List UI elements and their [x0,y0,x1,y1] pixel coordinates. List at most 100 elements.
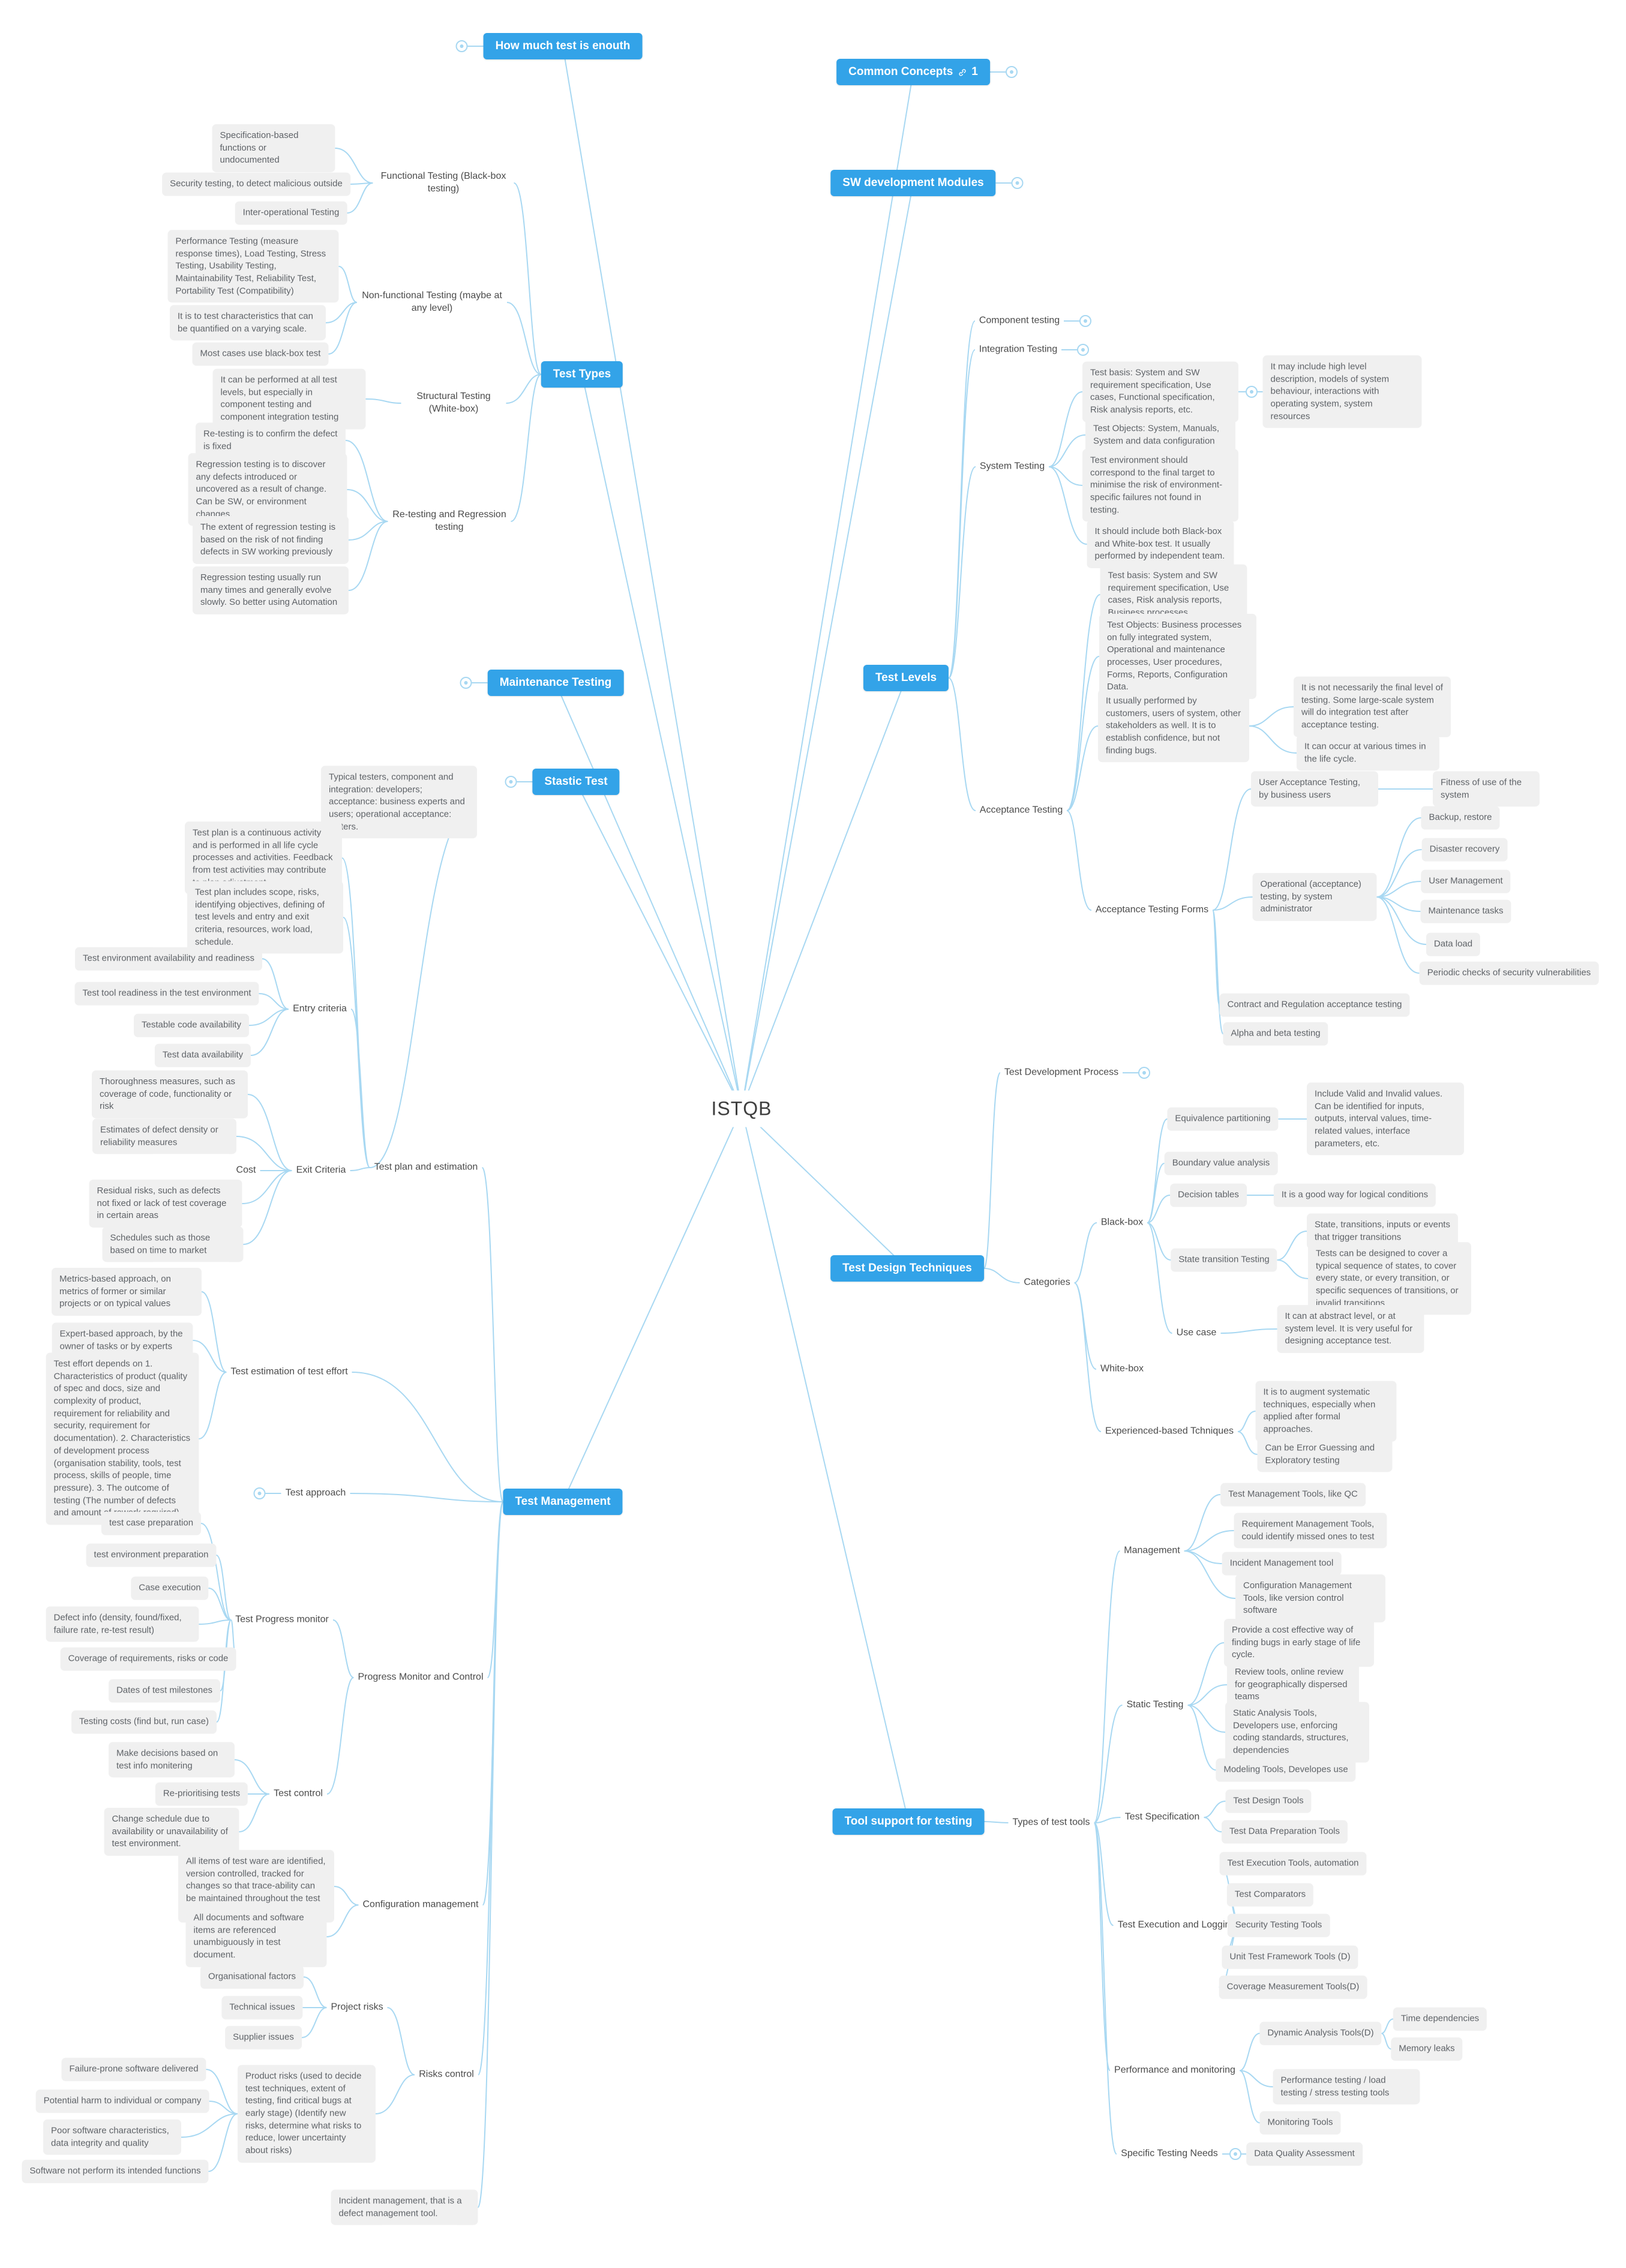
node-categories[interactable]: Categories [1019,1274,1074,1292]
node-plan-testers[interactable]: Typical testers, component and integrati… [321,766,477,839]
node-tpm-costs[interactable]: Testing costs (find but, run case) [71,1710,217,1734]
node-exp-note1[interactable]: It is to augment systematic techniques, … [1255,1381,1397,1442]
node-struct-note[interactable]: It can be performed at all test levels, … [212,368,366,430]
node-acc-forms[interactable]: Acceptance Testing Forms [1091,901,1213,920]
node-pr-org[interactable]: Organisational factors [200,1965,304,1989]
node-uat[interactable]: User Acceptance Testing, by business use… [1251,771,1378,807]
node-uat-fitness[interactable]: Fitness of use of the system [1433,771,1540,807]
node-tpm-cov[interactable]: Coverage of requirements, risks or code [60,1647,236,1671]
node-func-inter[interactable]: Inter-operational Testing [235,201,347,225]
node-contract[interactable]: Contract and Regulation acceptance testi… [1219,993,1410,1017]
node-texec[interactable]: Test Execution and Logging [1114,1916,1240,1935]
node-prod-func[interactable]: Software not perform its intended functi… [22,2159,209,2183]
node-risks[interactable]: Risks control [415,2066,478,2084]
node-acceptance[interactable]: Acceptance Testing [976,802,1067,820]
node-sw-dev[interactable]: SW development Modules [830,170,996,196]
node-perf-mon[interactable]: Monitoring Tools [1259,2111,1341,2135]
node-acc-objects[interactable]: Test Objects: Business processes on full… [1099,613,1256,700]
node-pr-tech[interactable]: Technical issues [221,1996,303,2020]
node-tools[interactable]: Tool support for testing [832,1808,985,1835]
node-prod-harm[interactable]: Potential harm to individual or company [35,2089,209,2113]
node-tspec[interactable]: Test Specification [1121,1808,1204,1827]
node-stat-analysis[interactable]: Static Analysis Tools, Developers use, e… [1225,1702,1369,1763]
node-test-mgmt[interactable]: Test Management [503,1489,623,1515]
node-entry-env[interactable]: Test environment availability and readin… [75,947,262,971]
node-static-test[interactable]: Stastic Test [532,769,620,795]
node-mgmt[interactable]: Management [1120,1542,1184,1561]
node-usecase-note[interactable]: It can at abstract level, or at system l… [1277,1304,1424,1354]
node-prod-failure[interactable]: Failure-prone software delivered [61,2057,206,2081]
node-tpm[interactable]: Test Progress monitor [231,1611,333,1630]
node-nf-quant[interactable]: It is to test characteristics that can b… [170,305,326,341]
node-maintenance[interactable]: Maintenance Testing [487,670,624,696]
node-sys-env[interactable]: Test environment should correspond to th… [1082,449,1238,522]
node-rt-confirm[interactable]: Re-testing is to confirm the defect is f… [196,422,346,458]
node-tpm-env[interactable]: test environment preparation [86,1543,217,1567]
node-nf-bb[interactable]: Most cases use black-box test [192,342,329,366]
node-prod-poor[interactable]: Poor software characteristics, data inte… [43,2119,181,2155]
node-component[interactable]: Component testing [975,312,1064,331]
node-rt-def[interactable]: Regression testing is to discover any de… [188,453,347,526]
node-structural[interactable]: Structural Testing (White-box) [401,388,506,419]
node-pmc[interactable]: Progress Monitor and Control [354,1669,488,1687]
node-nf-perf[interactable]: Performance Testing (measure response ti… [167,230,339,303]
node-approach[interactable]: Test approach [281,1484,350,1503]
node-retest[interactable]: Re-testing and Regression testing [388,506,511,537]
node-product-risks[interactable]: Product risks (used to decide test techn… [238,2065,376,2163]
node-stat-review[interactable]: Review tools, online review for geograph… [1227,1660,1359,1709]
node-types[interactable]: Types of test tools [1009,1814,1094,1832]
node-mgmt-tm[interactable]: Test Management Tools, like QC [1220,1483,1366,1507]
node-perf-time[interactable]: Time dependencies [1393,2007,1487,2031]
node-state[interactable]: State transition Testing [1171,1248,1277,1272]
node-dqa[interactable]: Data Quality Assessment [1246,2142,1363,2166]
node-op-user[interactable]: User Management [1421,869,1511,893]
node-blackbox[interactable]: Black-box [1097,1214,1147,1232]
node-perf[interactable]: Performance and monitoring [1110,2062,1240,2080]
node-perf-mem[interactable]: Memory leaks [1391,2037,1463,2061]
node-test-levels[interactable]: Test Levels [863,665,949,691]
node-boundary[interactable]: Boundary value analysis [1164,1151,1278,1175]
node-rt-extent[interactable]: The extent of regression testing is base… [193,515,349,565]
node-tspec-data[interactable]: Test Data Preparation Tools [1222,1820,1348,1844]
node-texec-covm[interactable]: Coverage Measurement Tools(D) [1219,1975,1367,1999]
node-config-docs[interactable]: All documents and software items are ref… [185,1906,327,1967]
node-system[interactable]: System Testing [976,458,1049,476]
node-plan-incl[interactable]: Test plan includes scope, risks, identif… [187,881,343,954]
node-sys-basis[interactable]: Test basis: System and SW requirement sp… [1082,361,1238,422]
node-func[interactable]: Functional Testing (Black-box testing) [373,167,514,199]
node-tc-decisions[interactable]: Make decisions based on test info monite… [109,1742,235,1778]
node-config[interactable]: Configuration management [358,1896,482,1915]
node-acc-not-final[interactable]: It is not necessarily the final level of… [1294,676,1451,737]
node-mgmt-req[interactable]: Requirement Management Tools, could iden… [1234,1513,1387,1549]
node-tspec-design[interactable]: Test Design Tools [1225,1789,1312,1813]
node-tcontrol[interactable]: Test control [269,1785,327,1804]
node-op-periodic[interactable]: Periodic checks of security vulnerabilit… [1419,961,1599,985]
node-func-spec[interactable]: Specification-based functions or undocum… [212,124,335,173]
node-equiv[interactable]: Equivalence partitioning [1167,1107,1279,1131]
node-root[interactable]: ISTQB [700,1090,783,1127]
node-acc-various[interactable]: It can occur at various times in the lif… [1297,735,1439,771]
node-perf-load[interactable]: Performance testing / load testing / str… [1273,2069,1420,2105]
node-exit-sched[interactable]: Schedules such as those based on time to… [102,1226,244,1262]
node-op-maint[interactable]: Maintenance tasks [1420,899,1511,923]
node-est-metrics[interactable]: Metrics-based approach, on metrics of fo… [52,1267,202,1316]
node-test-types[interactable]: Test Types [541,361,623,388]
node-estimation[interactable]: Test estimation of test effort [226,1363,352,1382]
node-tpm-defect[interactable]: Defect info (density, found/fixed, failu… [46,1606,199,1642]
node-nonfunc[interactable]: Non-functional Testing (maybe at any lev… [357,287,507,318]
node-integration[interactable]: Integration Testing [975,341,1061,359]
node-op-test[interactable]: Operational (acceptance) testing, by sys… [1252,872,1377,922]
node-alpha[interactable]: Alpha and beta testing [1223,1022,1328,1046]
node-op-backup[interactable]: Backup, restore [1421,806,1500,830]
node-rt-auto[interactable]: Regression testing usually run many time… [193,566,349,615]
node-texec-comp[interactable]: Test Comparators [1226,1883,1314,1907]
node-specific[interactable]: Specific Testing Needs [1117,2145,1222,2164]
node-sys-bw[interactable]: It should include both Black-box and Whi… [1087,520,1234,569]
node-experienced[interactable]: Experienced-based Tchniques [1101,1423,1238,1441]
node-exp-note2[interactable]: Can be Error Guessing and Exploratory te… [1257,1436,1393,1472]
node-texec-auto[interactable]: Test Execution Tools, automation [1219,1852,1367,1876]
node-pr-supplier[interactable]: Supplier issues [225,2026,302,2050]
node-stat-cost[interactable]: Provide a cost effective way of finding … [1224,1618,1374,1667]
node-exit-residual[interactable]: Residual risks, such as defects not fixe… [89,1179,242,1228]
node-exit-thorough[interactable]: Thoroughness measures, such as coverage … [92,1070,248,1119]
